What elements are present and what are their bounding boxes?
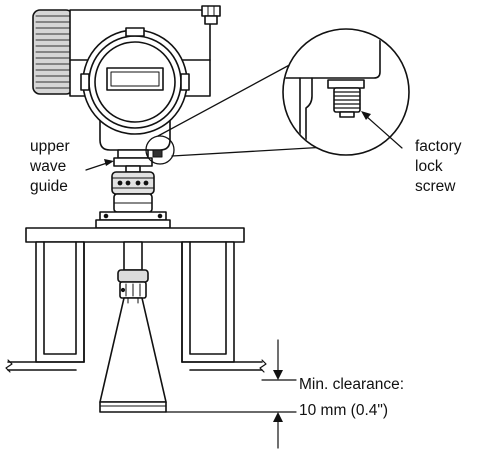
transmitter-housing xyxy=(32,5,221,158)
clearance-label: Min. clearance: 10 mm (0.4") xyxy=(299,372,404,424)
upper-wave-guide-line-3: guide xyxy=(30,178,68,195)
clearance-line-2: 10 mm (0.4") xyxy=(299,402,389,419)
horn-antenna xyxy=(99,241,167,413)
leader-lines xyxy=(85,111,403,171)
factory-lock-screw-label: factory lock screw xyxy=(415,137,462,197)
upper-wave-guide-line-2: wave xyxy=(30,158,67,175)
detail-magnifier xyxy=(145,28,410,165)
upper-wave-guide-label: upper wave guide xyxy=(30,137,70,197)
factory-lock-screw-line-1: factory xyxy=(415,138,462,155)
factory-lock-screw-line-2: lock xyxy=(415,158,443,175)
clearance-dimension xyxy=(165,339,297,449)
upper-wave-guide-line-1: upper xyxy=(30,138,70,155)
clearance-line-1: Min. clearance: xyxy=(299,376,405,393)
factory-lock-screw-line-3: screw xyxy=(415,178,456,195)
